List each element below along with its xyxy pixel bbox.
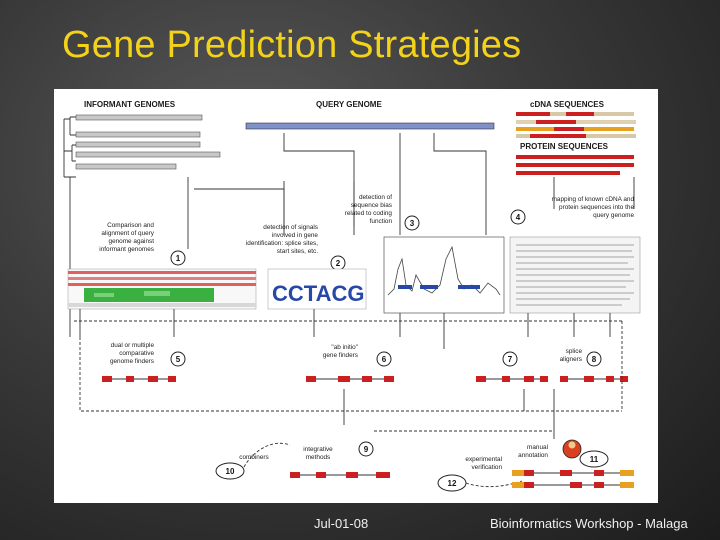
svg-text:8: 8 — [592, 355, 597, 364]
svg-text:involved in gene: involved in gene — [272, 232, 319, 239]
top-connectors — [69, 133, 635, 337]
svg-text:9: 9 — [364, 445, 369, 454]
step-8: splice aligners 8 — [560, 348, 602, 367]
final-gene-structure — [512, 470, 634, 488]
informant-genome-bars — [75, 114, 221, 170]
svg-text:gene finders: gene finders — [323, 352, 358, 359]
svg-text:alignment of query: alignment of query — [101, 230, 154, 237]
svg-text:detection of: detection of — [359, 194, 392, 201]
svg-text:splice: splice — [566, 348, 583, 355]
svg-text:informant genomes: informant genomes — [99, 246, 154, 253]
footer-event: Bioinformatics Workshop - Malaga — [490, 516, 688, 531]
gene-structure-9 — [290, 472, 390, 478]
svg-text:integrative: integrative — [303, 446, 333, 453]
step-12: experimental verification 12 — [437, 456, 523, 492]
svg-text:4: 4 — [516, 213, 521, 222]
diagram-svg: INFORMANT GENOMES QUERY GENOME cDNA SEQU… — [63, 100, 641, 492]
svg-text:sequence bias: sequence bias — [351, 202, 392, 209]
informant-genome-tree — [63, 116, 76, 178]
svg-text:5: 5 — [176, 355, 181, 364]
query-genome-bar — [245, 122, 495, 130]
step-4: mapping of known cDNA and protein sequen… — [510, 196, 635, 225]
lower-connectors — [79, 321, 623, 439]
svg-text:annotation: annotation — [518, 452, 548, 459]
svg-text:protein sequences into the: protein sequences into the — [559, 204, 634, 211]
svg-text:"ab initio": "ab initio" — [331, 344, 358, 351]
header-protein-sequences: PROTEIN SEQUENCES — [520, 142, 609, 151]
step-7: 7 — [502, 351, 518, 367]
svg-text:genome against: genome against — [109, 238, 155, 245]
alignment-panel — [67, 268, 257, 310]
svg-text:detection of signals: detection of signals — [263, 224, 318, 231]
svg-text:2: 2 — [336, 259, 341, 268]
svg-text:comparative: comparative — [119, 350, 154, 357]
footer-date: Jul-01-08 — [314, 516, 369, 531]
svg-text:related to coding: related to coding — [345, 210, 393, 217]
svg-text:verification: verification — [471, 464, 502, 471]
middle-connectors — [74, 309, 622, 349]
annotator-avatar-icon — [562, 439, 582, 459]
svg-text:manual: manual — [527, 444, 548, 451]
svg-text:aligners: aligners — [560, 356, 582, 363]
svg-text:6: 6 — [382, 355, 387, 364]
svg-text:Comparison and: Comparison and — [107, 222, 154, 229]
svg-text:7: 7 — [508, 355, 513, 364]
svg-text:identification: splice sites,: identification: splice sites, — [246, 240, 318, 247]
step-11: manual annotation 11 — [518, 439, 609, 468]
step-3: detection of sequence bias related to co… — [345, 194, 420, 231]
svg-text:start sites, etc.: start sites, etc. — [277, 248, 318, 255]
gene-structure-7 — [476, 376, 548, 382]
svg-text:mapping of known cDNA and: mapping of known cDNA and — [552, 196, 635, 203]
svg-text:query genome: query genome — [593, 212, 634, 219]
cdna-sequence-bars — [516, 112, 636, 138]
header-query-genome: QUERY GENOME — [316, 100, 382, 109]
svg-text:methods: methods — [306, 454, 331, 461]
svg-text:3: 3 — [410, 219, 415, 228]
step-10: combiners 10 — [215, 442, 291, 480]
svg-text:12: 12 — [448, 479, 457, 488]
gene-structure-8 — [560, 376, 628, 382]
step-6: "ab initio" gene finders 6 — [323, 344, 392, 367]
header-informant-genomes: INFORMANT GENOMES — [84, 100, 176, 109]
sequence-logo-panel: CCTACG — [267, 268, 367, 310]
svg-text:experimental: experimental — [465, 456, 502, 463]
protein-sequence-bars — [516, 155, 634, 175]
gene-structure-6 — [306, 376, 394, 382]
svg-text:genome finders: genome finders — [110, 358, 154, 365]
gene-prediction-diagram: INFORMANT GENOMES QUERY GENOME cDNA SEQU… — [54, 89, 658, 503]
sequence-logo-letters: CCTACG — [272, 281, 364, 306]
svg-text:10: 10 — [226, 467, 235, 476]
svg-text:dual or multiple: dual or multiple — [111, 342, 155, 349]
header-cdna-sequences: cDNA SEQUENCES — [530, 100, 605, 109]
step-2: detection of signals involved in gene id… — [246, 224, 346, 271]
step-5: dual or multiple comparative genome find… — [110, 342, 186, 367]
slide-title: Gene Prediction Strategies — [62, 24, 522, 66]
svg-text:11: 11 — [590, 455, 599, 464]
coding-potential-plot — [383, 236, 505, 314]
svg-text:function: function — [370, 218, 393, 225]
step-9: 9 integrative methods — [303, 441, 374, 461]
mapping-output-panel — [509, 236, 641, 314]
step-1: Comparison and alignment of query genome… — [99, 222, 186, 266]
svg-text:1: 1 — [176, 254, 181, 263]
svg-text:combiners: combiners — [239, 454, 268, 461]
gene-structure-5 — [102, 376, 176, 382]
